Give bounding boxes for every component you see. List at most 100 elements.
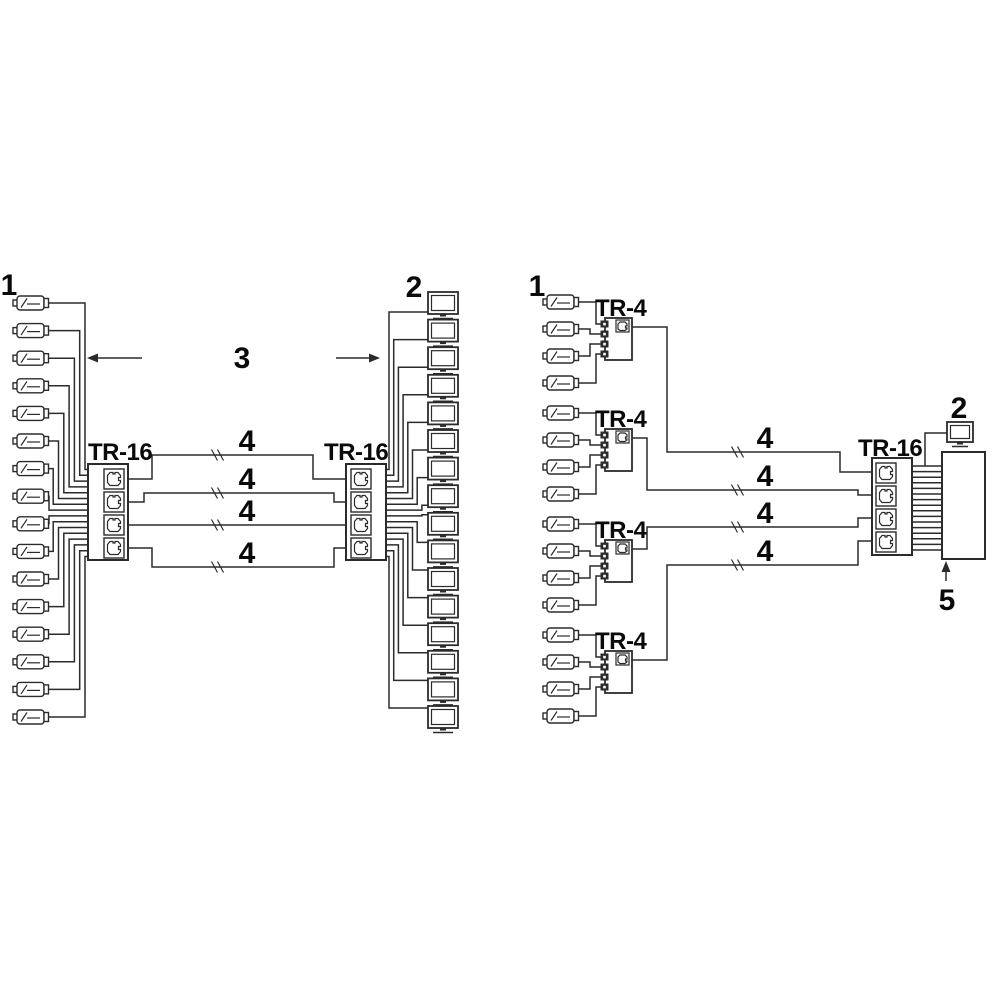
camera-detail — [550, 600, 558, 610]
camera-wire — [48, 555, 88, 718]
camera-icon — [542, 543, 580, 559]
camera-wire — [578, 523, 601, 547]
camera-detail — [550, 573, 558, 583]
camera-wire — [578, 454, 601, 468]
monitor-icon — [427, 705, 459, 734]
label-cable: 4 — [757, 535, 774, 568]
tr16-label: TR-16 — [324, 439, 388, 466]
monitor-wire — [386, 421, 428, 494]
label-cable: 4 — [757, 422, 774, 455]
tr4-label: TR-4 — [595, 295, 647, 322]
camera-detail — [20, 601, 28, 612]
monitor-neck — [957, 442, 963, 445]
break-tick — [216, 519, 225, 531]
break-tick — [730, 559, 739, 571]
tr4-label: TR-4 — [595, 628, 647, 655]
monitor-neck — [440, 700, 446, 703]
utp-cable — [124, 454, 346, 480]
label-cable: 4 — [757, 497, 774, 530]
camera-body — [546, 405, 575, 421]
camera-connector — [573, 656, 580, 668]
camera-detail — [20, 574, 28, 584]
camera-body — [546, 375, 575, 391]
tr4-label: TR-4 — [595, 406, 647, 433]
cable-break-mark — [210, 561, 225, 573]
break-tick — [210, 561, 219, 573]
camera-connector — [43, 297, 50, 309]
monitor-wire — [386, 532, 428, 599]
monitor-icon — [427, 649, 459, 679]
camera-icon — [12, 488, 50, 504]
rj45-jack-icon — [350, 468, 372, 490]
camera-icon — [542, 570, 580, 586]
monitor-icon — [427, 622, 459, 651]
bnc-pin — [603, 322, 606, 326]
monitor-wire — [386, 504, 428, 511]
monitor-neck — [440, 396, 446, 400]
camera-wire — [578, 353, 601, 384]
bnc-pin — [603, 342, 606, 346]
camera-detail — [550, 657, 558, 667]
camera-detail — [550, 489, 558, 499]
rj45-jack-icon — [350, 537, 372, 559]
break-tick — [210, 449, 219, 461]
monitor-screen — [430, 322, 456, 339]
camera-body — [16, 516, 45, 532]
jack-socket — [106, 471, 122, 487]
dvr-pointer-arrow — [941, 561, 951, 581]
camera-wire — [48, 526, 88, 580]
tr4-transceiver — [600, 650, 633, 694]
monitor-neck — [440, 590, 446, 593]
break-tick — [216, 487, 225, 499]
monitor-screen — [430, 515, 456, 532]
camera-icon — [542, 654, 580, 670]
break-tick — [736, 446, 745, 458]
camera-detail — [20, 436, 28, 446]
monitor-wire — [386, 311, 428, 471]
cable-break-mark — [730, 484, 745, 496]
camera-icon — [12, 598, 50, 615]
camera-icon — [542, 627, 580, 643]
label-cable: 4 — [757, 460, 774, 493]
monitor-wire — [386, 549, 428, 682]
camera-wire — [48, 385, 88, 488]
label-left-cameras: 1 — [1, 269, 18, 302]
camera-wire — [578, 412, 601, 436]
camera-icon — [12, 405, 50, 422]
tr16-transceiver — [871, 457, 913, 556]
break-tick — [216, 561, 225, 573]
tr4-transceiver — [600, 539, 633, 583]
camera-connector — [573, 710, 580, 722]
monitor-icon — [427, 318, 459, 347]
utp-cable — [632, 517, 872, 550]
camera-wire — [578, 565, 601, 579]
camera-body — [16, 709, 45, 725]
camera-detail — [550, 297, 558, 307]
label-cable: 4 — [239, 425, 256, 458]
label-left-monitors: 2 — [406, 271, 423, 304]
monitor-wire — [924, 432, 947, 466]
monitor-icon — [427, 594, 459, 623]
monitor-screen — [430, 598, 456, 615]
camera-icon — [12, 654, 50, 670]
label-cable: 4 — [239, 495, 256, 528]
jack-socket — [353, 471, 369, 487]
camera-wire — [48, 532, 88, 608]
camera-icon — [542, 459, 580, 475]
camera-detail — [550, 324, 558, 334]
label-cable: 4 — [239, 463, 256, 496]
rj45-jack-icon — [103, 514, 125, 536]
camera-connector — [573, 629, 580, 641]
bnc-pin — [603, 433, 606, 437]
monitor-icon — [427, 429, 459, 458]
bnc-pin — [603, 685, 606, 689]
arrow-head — [87, 353, 98, 363]
bnc-pin — [603, 443, 606, 447]
rj45-jack-icon — [103, 468, 125, 490]
break-tick — [736, 559, 745, 571]
monitor-icon — [427, 346, 459, 375]
camera-connector — [573, 683, 580, 695]
camera-wire — [578, 550, 601, 557]
camera-body — [16, 405, 45, 422]
camera-body — [16, 543, 45, 560]
